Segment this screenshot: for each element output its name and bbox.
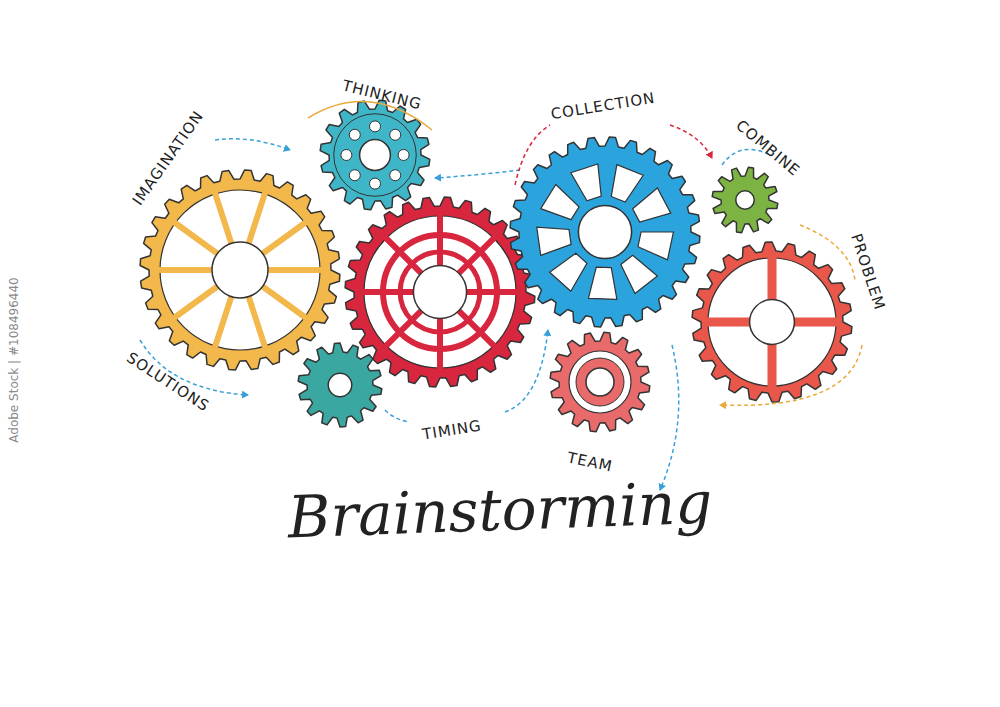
gear-part	[541, 184, 579, 219]
gear-part	[621, 255, 658, 293]
gear-part	[712, 167, 778, 233]
gear-part	[364, 216, 516, 368]
dashed-arrow	[385, 410, 410, 422]
gear-part	[390, 129, 401, 140]
gear-part	[586, 368, 614, 396]
gear	[712, 167, 778, 233]
gear-part	[571, 164, 601, 201]
dashed-arrow	[720, 345, 862, 405]
gear-label: COLLECTION	[549, 89, 656, 123]
gear-part	[400, 252, 480, 332]
gear-part	[360, 140, 391, 171]
gear-part	[750, 300, 795, 345]
dashed-arrow	[515, 125, 550, 185]
gear-part	[398, 150, 409, 161]
gear-part	[298, 343, 382, 427]
gear-part	[349, 129, 360, 140]
gear-part	[692, 242, 852, 402]
gear	[550, 332, 650, 432]
dashed-arrow	[435, 170, 520, 178]
gear-part	[370, 178, 381, 189]
gear	[140, 170, 340, 370]
gear-part	[633, 188, 671, 222]
gear	[510, 137, 700, 327]
gear-part	[510, 137, 700, 327]
gear-part	[345, 197, 535, 387]
gear	[345, 197, 535, 387]
gear-part	[341, 150, 352, 161]
gear-part	[708, 258, 836, 386]
gear-part	[160, 190, 320, 350]
dashed-arrow	[505, 330, 548, 412]
gear-part	[578, 205, 631, 258]
gear-part	[550, 332, 650, 432]
gear-part	[736, 191, 754, 209]
gear-label: SOLUTIONS	[123, 349, 213, 416]
gear-part	[140, 170, 340, 370]
gear-part	[588, 267, 616, 299]
gear-part	[383, 235, 497, 349]
gear-part	[569, 351, 631, 413]
gear-part	[212, 242, 268, 298]
dashed-arrow	[660, 345, 679, 490]
gear-part	[390, 170, 401, 181]
gear-part	[370, 121, 381, 132]
gear-part	[576, 358, 624, 406]
dashed-arrow	[800, 225, 855, 280]
dashed-arrow	[670, 125, 712, 158]
gear-part	[638, 232, 673, 260]
gear-part	[328, 373, 352, 397]
title: Brainstorming	[287, 469, 714, 552]
gear-part	[611, 165, 643, 202]
gear	[692, 242, 852, 402]
dashed-arrow	[215, 139, 290, 150]
gear-part	[334, 114, 417, 197]
gear	[298, 343, 382, 427]
gear-part	[413, 265, 466, 318]
gear-part	[550, 253, 587, 291]
watermark: Adobe Stock | #108496440	[7, 277, 21, 442]
gear-label: COMBINE	[732, 116, 803, 180]
gear-part	[349, 170, 360, 181]
gear-label: TIMING	[421, 416, 483, 443]
gear-part	[537, 227, 571, 255]
